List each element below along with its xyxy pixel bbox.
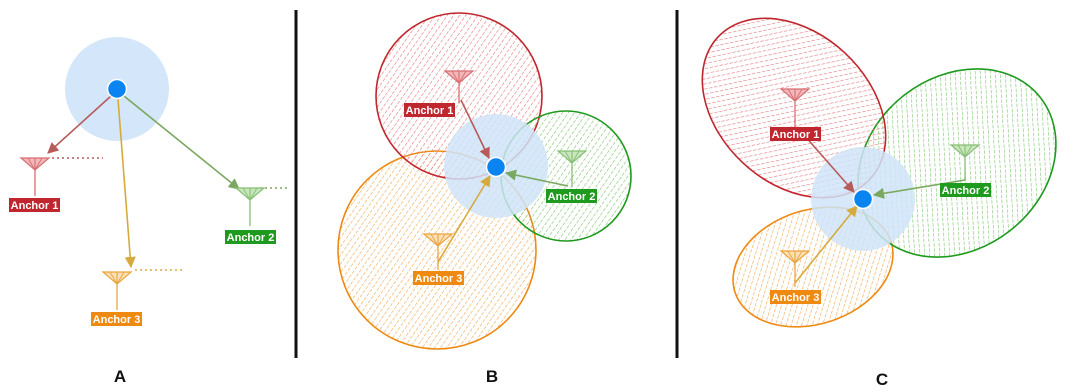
antenna-icon <box>949 144 981 181</box>
anchor-label: Anchor 3 <box>415 273 463 285</box>
anchor-label-box <box>91 312 142 326</box>
antenna-icon <box>779 250 811 287</box>
anchor-label: Anchor 3 <box>772 292 820 304</box>
range-arrow-anchor-2 <box>123 95 240 190</box>
anchor-label: Anchor 2 <box>548 191 596 203</box>
range-arrow-anchor-2 <box>504 169 569 187</box>
panel-a: Anchor 1 Anchor 2 Anchor 3 A <box>9 37 288 386</box>
anchor-label: Anchor 3 <box>93 314 141 326</box>
anchor-label-box <box>9 198 60 212</box>
anchor-label-box <box>225 230 276 244</box>
antenna-icon <box>19 157 51 196</box>
anchor-label-box <box>770 290 821 304</box>
anchor-label: Anchor 2 <box>227 232 275 244</box>
anchor-label: Anchor 1 <box>772 129 820 141</box>
antenna-icon <box>101 271 133 310</box>
range-arrow-anchor-1 <box>460 99 490 160</box>
antenna-icon <box>422 233 454 270</box>
antenna-icon <box>779 88 811 127</box>
panel-label: A <box>114 367 126 386</box>
anchor-label-box <box>940 183 991 197</box>
range-arrow-anchor-3 <box>437 175 491 263</box>
panel-label: C <box>876 370 888 389</box>
panel-b: Anchor 1 Anchor 2 Anchor 3 B <box>337 12 632 386</box>
anchor-label-box <box>770 127 821 141</box>
blue-device-dot-icon <box>106 78 128 100</box>
range-arrow-anchor-3 <box>794 205 858 284</box>
anchor-label: Anchor 1 <box>406 105 454 117</box>
antenna-icon <box>556 150 588 187</box>
antenna-icon <box>443 70 475 103</box>
blue-device-dot-icon <box>485 156 507 178</box>
anchor-label: Anchor 2 <box>942 185 990 197</box>
anchor-label-box <box>404 103 455 117</box>
panel-c: Anchor 1 Anchor 2 Anchor 3 C <box>701 17 1057 389</box>
anchor-label-box <box>413 271 464 285</box>
anchor-label-box <box>546 189 597 203</box>
range-arrow-anchor-3 <box>117 98 136 269</box>
antenna-icon <box>234 187 266 226</box>
anchor-label: Anchor 1 <box>11 200 59 212</box>
range-arrow-anchor-1 <box>47 95 112 154</box>
blue-device-dot-icon <box>852 188 874 210</box>
range-arrow-anchor-2 <box>872 179 966 199</box>
panel-label: B <box>486 367 498 386</box>
